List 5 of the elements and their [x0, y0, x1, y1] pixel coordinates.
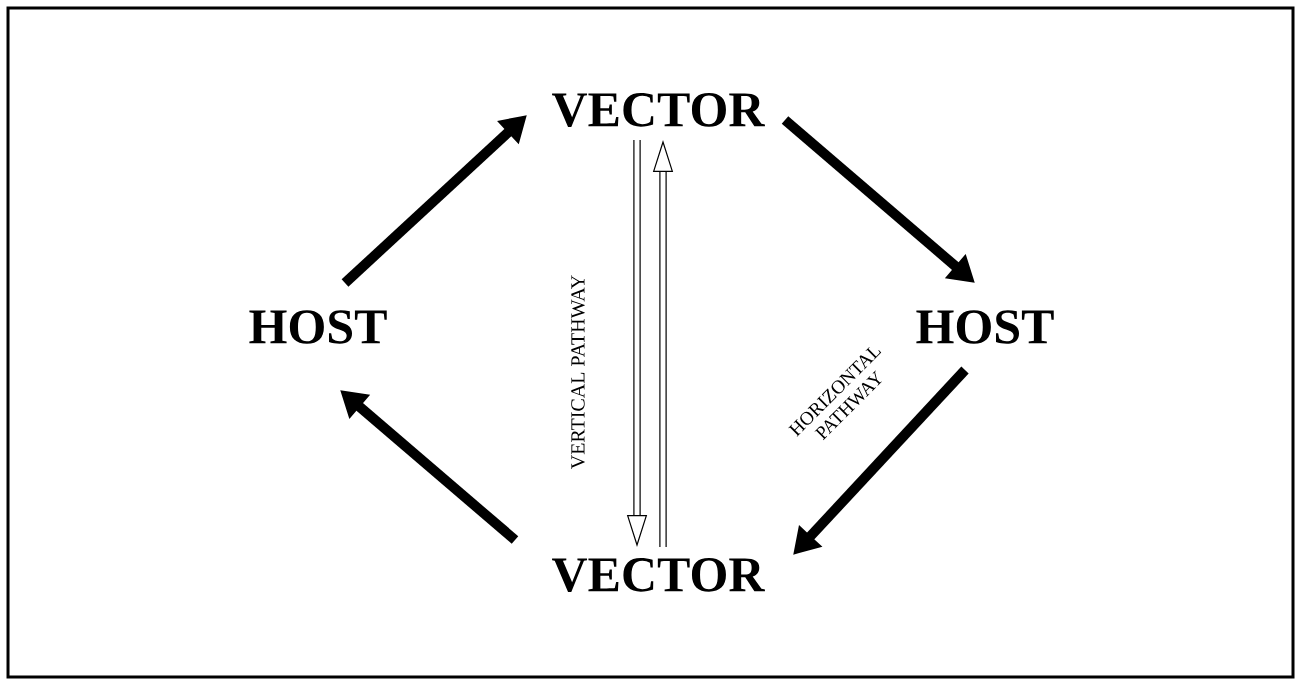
edge-label: VERTICAL PATHWAY [570, 273, 586, 471]
node-label: VECTOR [552, 93, 765, 127]
node-label: HOST [916, 310, 1054, 344]
node-label: VECTOR [552, 558, 765, 592]
node-label: HOST [249, 310, 387, 344]
